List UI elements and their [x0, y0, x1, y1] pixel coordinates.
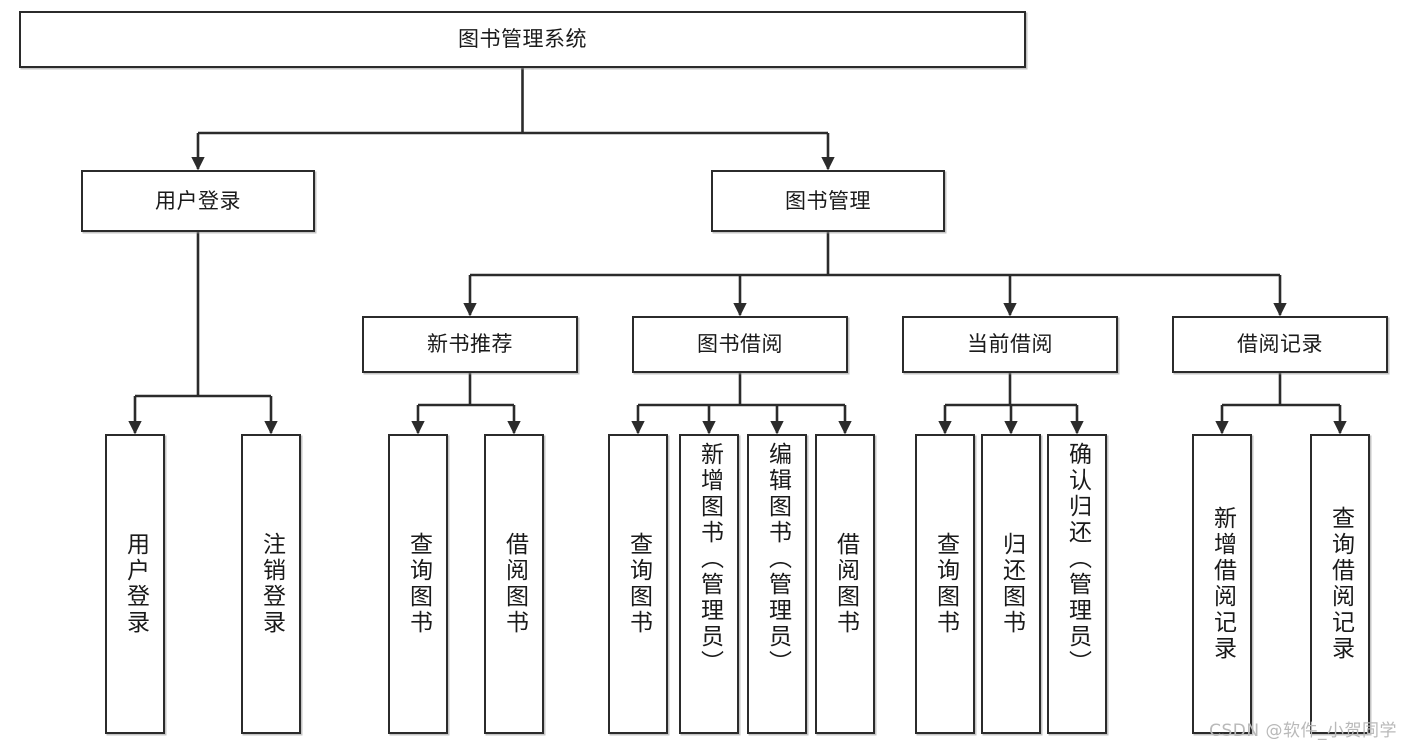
- node-label-leaf-rec-add: 新增借阅记录: [1209, 506, 1236, 662]
- node-leaf-borrow-add[interactable]: 新增图书（管理员）: [679, 434, 739, 734]
- node-leaf-cur-query[interactable]: 查询图书: [915, 434, 975, 734]
- node-login[interactable]: 用户登录: [81, 170, 315, 232]
- node-newbook[interactable]: 新书推荐: [362, 316, 578, 373]
- node-root[interactable]: 图书管理系统: [19, 11, 1026, 68]
- node-records[interactable]: 借阅记录: [1172, 316, 1388, 373]
- node-label-leaf-borrow-add: 新增图书（管理员）: [696, 442, 723, 676]
- node-label-leaf-cur-return: 归还图书: [998, 532, 1025, 636]
- node-leaf-new-query[interactable]: 查询图书: [388, 434, 448, 734]
- node-label-leaf-borrow-edit: 编辑图书（管理员）: [764, 442, 791, 676]
- node-leaf-borrow-edit[interactable]: 编辑图书（管理员）: [747, 434, 807, 734]
- node-label-leaf-borrow-query: 查询图书: [625, 532, 652, 636]
- node-borrow[interactable]: 图书借阅: [632, 316, 848, 373]
- node-leaf-borrow-lend[interactable]: 借阅图书: [815, 434, 875, 734]
- edge-paths: [128, 68, 1347, 435]
- node-label-current: 当前借阅: [967, 332, 1053, 357]
- node-leaf-cur-confirm[interactable]: 确认归还（管理员）: [1047, 434, 1107, 734]
- node-label-leaf-cur-query: 查询图书: [932, 532, 959, 636]
- node-leaf-rec-add[interactable]: 新增借阅记录: [1192, 434, 1252, 734]
- node-leaf-user-logout[interactable]: 注销登录: [241, 434, 301, 734]
- node-current[interactable]: 当前借阅: [902, 316, 1118, 373]
- node-label-newbook: 新书推荐: [427, 332, 513, 357]
- node-label-login: 用户登录: [155, 188, 241, 213]
- node-label-borrow: 图书借阅: [697, 332, 783, 357]
- node-label-leaf-new-query: 查询图书: [405, 532, 432, 636]
- node-label-leaf-rec-query: 查询借阅记录: [1327, 506, 1354, 662]
- node-label-leaf-borrow-lend: 借阅图书: [832, 532, 859, 636]
- node-leaf-borrow-query[interactable]: 查询图书: [608, 434, 668, 734]
- node-leaf-cur-return[interactable]: 归还图书: [981, 434, 1041, 734]
- node-label-bookmgmt: 图书管理: [785, 188, 871, 213]
- node-label-leaf-user-login: 用户登录: [122, 532, 149, 636]
- node-label-leaf-user-logout: 注销登录: [258, 532, 285, 636]
- watermark: CSDN @软件_小贺同学: [1209, 721, 1397, 741]
- node-label-leaf-new-borrow: 借阅图书: [501, 532, 528, 636]
- node-label-records: 借阅记录: [1237, 332, 1323, 357]
- node-leaf-rec-query[interactable]: 查询借阅记录: [1310, 434, 1370, 734]
- node-leaf-new-borrow[interactable]: 借阅图书: [484, 434, 544, 734]
- node-leaf-user-login[interactable]: 用户登录: [105, 434, 165, 734]
- node-label-leaf-cur-confirm: 确认归还（管理员）: [1064, 442, 1091, 676]
- node-bookmgmt[interactable]: 图书管理: [711, 170, 945, 232]
- node-label-root: 图书管理系统: [458, 27, 587, 52]
